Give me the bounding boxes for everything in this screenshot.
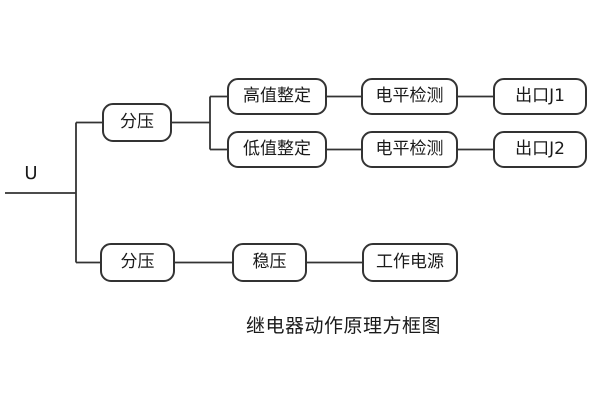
- block-voltage-divider-top: 分压: [102, 103, 172, 142]
- block-level-detection-1: 电平检测: [361, 78, 458, 115]
- block-low-value-setting: 低值整定: [227, 131, 327, 168]
- block-outlet-j2: 出口J2: [493, 131, 587, 168]
- block-high-value-setting: 高值整定: [227, 78, 327, 115]
- block-working-power-supply: 工作电源: [362, 243, 458, 282]
- input-voltage-label: U: [24, 163, 38, 184]
- diagram-caption: 继电器动作原理方框图: [246, 315, 442, 337]
- block-outlet-j1: 出口J1: [493, 78, 587, 115]
- block-level-detection-2: 电平检测: [361, 131, 458, 168]
- block-voltage-divider-bottom: 分压: [100, 243, 175, 282]
- block-voltage-regulator: 稳压: [232, 243, 307, 282]
